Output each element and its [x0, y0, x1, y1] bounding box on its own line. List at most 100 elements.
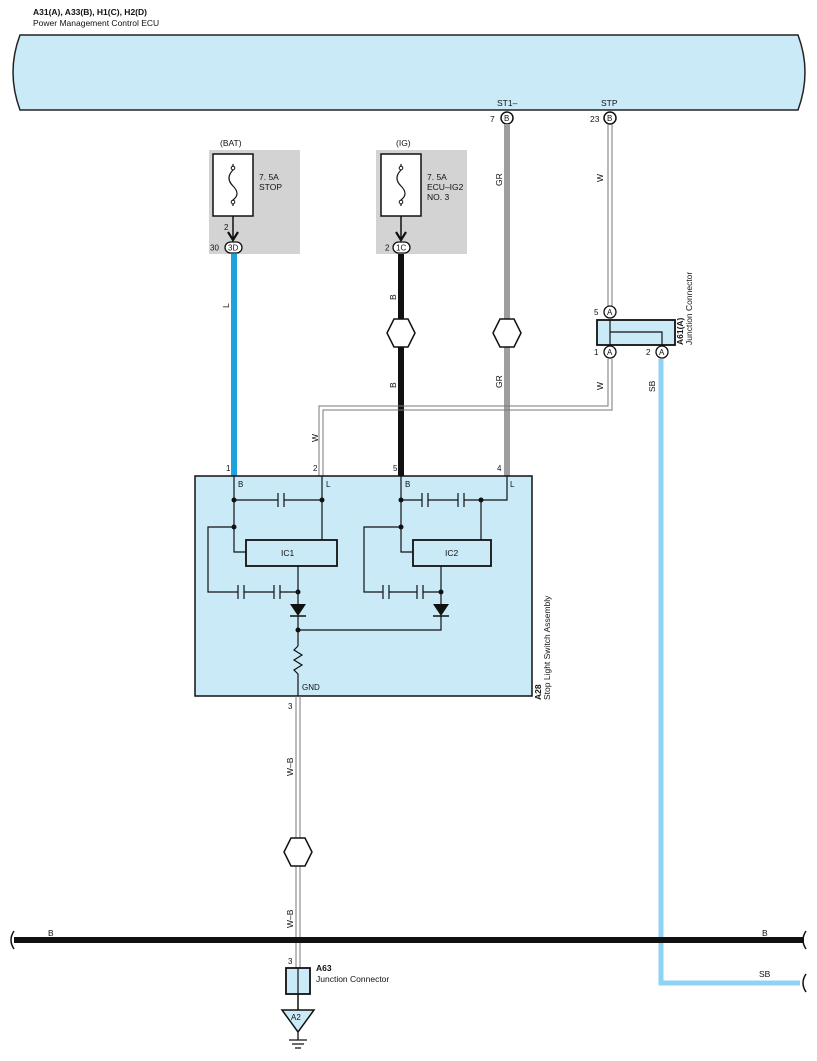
bus-right-b: B: [762, 928, 768, 938]
bus-right-sb: SB: [759, 969, 771, 979]
fuse-ig-arrow-icon: [395, 231, 407, 243]
fuse-bat-rating: 7. 5A: [259, 172, 279, 182]
fuse-bat-pin-top: 2: [224, 223, 229, 232]
ecu-signal-stp: STP: [601, 98, 618, 108]
a61-internal-link: [609, 320, 663, 345]
a61-pin-left: 1: [594, 348, 599, 357]
switch-pin-2: 2: [313, 464, 318, 473]
a61-conn-left: A: [607, 348, 613, 357]
diode-1-icon: [290, 604, 306, 616]
junction-dot: [295, 627, 301, 633]
ic1-label: IC1: [281, 548, 295, 558]
fuse-bat-terminal-top: [230, 165, 236, 171]
a61-conn-top: A: [607, 308, 613, 317]
ecu-conn-st1: B: [504, 114, 509, 123]
a63-pin: 3: [288, 957, 293, 966]
junction-dot: [398, 524, 404, 530]
fuse-bat-pin: 30: [210, 244, 219, 253]
ecu-signal-st1: ST1–: [497, 98, 518, 108]
switch-pin-3: 3: [288, 702, 293, 711]
fuse-bat-terminal-bottom: [230, 199, 236, 205]
wire-w-label-3: W: [310, 434, 320, 442]
switch-term-b2: B: [405, 480, 410, 489]
wire-b-label-1: B: [388, 294, 398, 300]
a61-pin-right: 2: [646, 348, 651, 357]
fuse-ig-pin: 2: [385, 244, 390, 253]
fuse-ig-icon: [396, 164, 406, 206]
wire-w-label-2: W: [595, 382, 605, 390]
a61-name: Junction Connector: [684, 272, 694, 345]
ic2-label: IC2: [445, 548, 459, 558]
switch-body: [194, 475, 533, 697]
wire-wb-label-2: W–B: [285, 909, 295, 928]
a63-name: Junction Connector: [316, 974, 389, 984]
wire-gr-label-1: GR: [494, 173, 504, 186]
wire-sb: [658, 359, 800, 986]
bus-b-right-break-icon: [802, 930, 807, 950]
fuse-ig-conn: 1C: [396, 244, 406, 253]
ecu-name: Power Management Control ECU: [33, 18, 159, 28]
splice-gr-icon: [492, 318, 522, 348]
fuse-ig-connector-icon: [392, 241, 411, 254]
a61-code: A61(A): [675, 317, 685, 345]
fuse-ig-body: [380, 153, 422, 217]
ecu-conn-stp: B: [607, 114, 612, 123]
junction-dot: [398, 497, 404, 503]
diode-2-icon: [433, 604, 449, 616]
wire-w-label-1: W: [595, 174, 605, 182]
ecu-body: [12, 34, 806, 111]
switch-pin-4: 4: [497, 464, 502, 473]
wire-wb-label-1: W–B: [285, 757, 295, 776]
wire-w-lower: [318, 359, 613, 476]
junction-dot: [231, 497, 237, 503]
ecu-code: A31(A), A33(B), H1(C), H2(D): [33, 7, 147, 17]
fuse-bat-connector-icon: [224, 241, 243, 254]
bus-sb-right-break-icon: [802, 973, 807, 993]
fuse-ig-terminal-bottom: [398, 199, 404, 205]
ground-label: A2: [291, 1013, 301, 1022]
junction-dot: [295, 589, 301, 595]
fuse-bat-supply: (BAT): [220, 138, 242, 148]
fuse-bat-arrow-icon: [227, 231, 239, 243]
switch-term-b1: B: [238, 480, 243, 489]
junction-dot: [231, 524, 237, 530]
wire-sb-label: SB: [647, 380, 657, 392]
fuse-bat-name: STOP: [259, 182, 282, 192]
ic1-box: [245, 539, 338, 567]
fuse-ig-supply: (IG): [396, 138, 411, 148]
junction-dot: [478, 497, 484, 503]
fuse-bat-icon: [228, 164, 238, 206]
junction-dot: [319, 497, 325, 503]
a61-connector-top-icon: [603, 305, 617, 319]
fuse-ig-terminal-top: [398, 165, 404, 171]
ground-point-icon: [280, 1009, 316, 1034]
ecu-pin-stp: 23: [590, 114, 600, 124]
fuse-bat-conn: 3D: [228, 244, 238, 253]
wire-gr-label-2: GR: [494, 375, 504, 388]
a63-code: A63: [316, 963, 332, 973]
wire-w-upper: [607, 124, 613, 306]
switch-name: Stop Light Switch Assembly: [542, 595, 552, 700]
fuse-ig-rating: 7. 5A: [427, 172, 447, 182]
a61-pin-top: 5: [594, 308, 599, 317]
fuse-ig-name1: ECU–IG2: [427, 182, 464, 192]
splice-b-icon: [386, 318, 416, 348]
switch-term-l1: L: [326, 480, 331, 489]
ic2-box: [412, 539, 492, 567]
ecu-connector-stp-icon: [603, 111, 617, 125]
bus-left-b: B: [48, 928, 54, 938]
wire-l-label: L: [221, 303, 231, 308]
wire-wb: [295, 696, 301, 968]
ground-icon: [289, 1032, 307, 1049]
fuse-ig-name2: NO. 3: [427, 192, 449, 202]
ecu-pin-st1: 7: [490, 114, 495, 124]
a61-connector-left-icon: [603, 345, 617, 359]
splice-wb-icon: [283, 837, 313, 867]
junction-dot: [438, 589, 444, 595]
wire-b-label-2: B: [388, 382, 398, 388]
bus-b-left-break-icon: [10, 930, 15, 950]
fuse-bat-body: [212, 153, 254, 217]
switch-code: A28: [533, 684, 543, 700]
a61-conn-right: A: [659, 348, 665, 357]
